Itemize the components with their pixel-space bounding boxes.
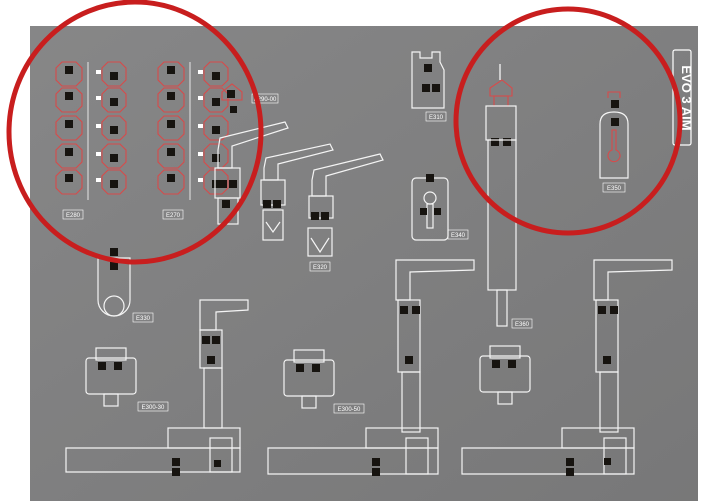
bit-slot: [157, 87, 185, 113]
clamp-assembly-right: [461, 259, 673, 476]
bit-slot: [101, 61, 127, 87]
size-tag: [96, 178, 101, 182]
bit-marker: [65, 66, 73, 74]
bit-marker: [212, 72, 220, 80]
bit-holder-e270: E270: [157, 61, 229, 220]
label-e320: E320: [313, 265, 328, 271]
label-e290-00: E290-00: [254, 97, 277, 103]
clamp-assembly-left: [65, 299, 249, 476]
label-e360: E360: [515, 322, 530, 328]
size-tag: [198, 152, 203, 156]
lever-set: E320: [214, 121, 384, 272]
size-tag: [96, 124, 101, 128]
bit-slot: [55, 115, 83, 141]
bit-marker: [65, 174, 73, 182]
bit-marker: [110, 126, 118, 134]
label-e330: E330: [136, 316, 151, 322]
bit-slot: [203, 169, 229, 195]
board-title-plate: EVO 3 AIM: [672, 49, 694, 146]
tool-e300-30: E300-30: [85, 347, 169, 412]
clamp-assembly-middle: [267, 259, 475, 476]
bit-marker: [167, 120, 175, 128]
board-title: EVO 3 AIM: [679, 65, 694, 130]
size-tag: [198, 70, 203, 74]
bit-marker: [167, 92, 175, 100]
bit-slot: [101, 115, 127, 141]
bit-slot: [55, 87, 83, 113]
bit-marker: [110, 154, 118, 162]
tool-e350: E350: [599, 91, 629, 193]
size-tag: [96, 70, 101, 74]
highlight-circle-left: [6, 0, 264, 265]
bit-slot: [203, 61, 229, 87]
tool-e330: E330: [97, 248, 154, 323]
bit-slot: [101, 87, 127, 113]
bit-slot: [55, 169, 83, 195]
bit-marker: [212, 154, 220, 162]
bit-marker: [110, 98, 118, 106]
label-e350: E350: [607, 186, 622, 192]
bit-marker: [212, 126, 220, 134]
bit-marker: [167, 66, 175, 74]
bit-marker: [212, 180, 220, 188]
bit-slot: [203, 143, 229, 169]
bit-slot: [157, 143, 185, 169]
bit-slot: [157, 115, 185, 141]
bit-slot: [157, 61, 185, 87]
tool-e360: E360: [485, 64, 533, 329]
bit-slot: [101, 143, 127, 169]
tool-e310: E310: [411, 51, 447, 122]
label-e340: E340: [451, 233, 466, 239]
size-tag: [198, 124, 203, 128]
bit-slot: [55, 143, 83, 169]
label-e300-50: E300-50: [338, 407, 361, 413]
bit-marker: [65, 120, 73, 128]
bit-marker: [167, 174, 175, 182]
tool-e300-50: E300-50: [283, 349, 365, 414]
size-tag: [96, 152, 101, 156]
bit-marker: [65, 92, 73, 100]
size-tag: [96, 96, 101, 100]
label-e310: E310: [429, 115, 444, 121]
size-tag: [198, 96, 203, 100]
tool-clamp-block-right: [479, 345, 531, 405]
bit-holder-e280: E280: [55, 61, 127, 220]
bit-marker: [212, 98, 220, 106]
bit-marker: [65, 148, 73, 156]
bit-slot: [157, 169, 185, 195]
bit-slot: [55, 61, 83, 87]
label-e280: E280: [66, 213, 81, 219]
bit-e290-00: E290-00: [221, 83, 279, 113]
label-e300-30: E300-30: [142, 405, 165, 411]
bit-slot: [203, 115, 229, 141]
label-e270: E270: [166, 213, 181, 219]
bit-marker: [167, 148, 175, 156]
bit-slot: [203, 87, 229, 113]
bit-marker: [110, 72, 118, 80]
highlight-circle-right: [453, 6, 683, 236]
bit-slot: [101, 169, 127, 195]
tool-e340: E340: [411, 174, 469, 241]
size-tag: [198, 178, 203, 182]
bit-marker: [110, 180, 118, 188]
